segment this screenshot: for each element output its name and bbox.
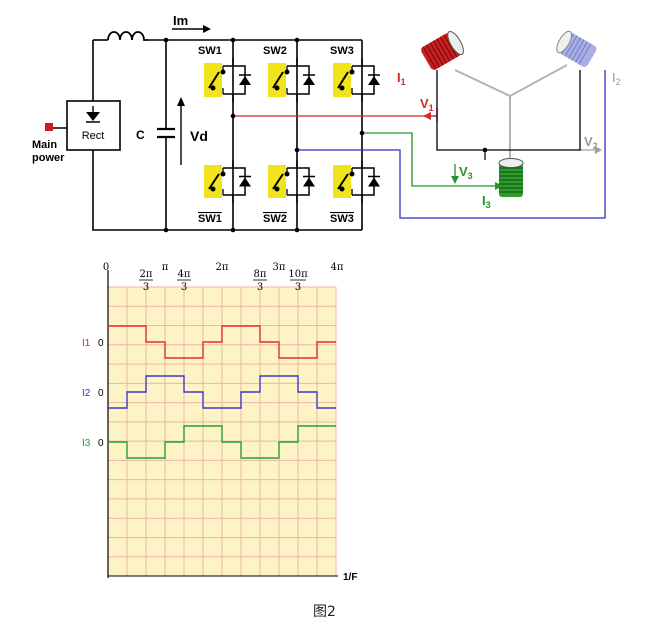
power-wires <box>92 39 363 231</box>
junction-dots <box>163 37 365 233</box>
zero-label-i3: 0 <box>98 438 104 449</box>
figure-caption: 图2 <box>313 604 336 620</box>
coil-phase3 <box>498 158 524 197</box>
row-label-i2: I2 <box>82 388 91 399</box>
switch-cell-1-bottom <box>204 160 251 203</box>
tick-0: 0 <box>103 262 109 273</box>
im-arrow <box>172 25 211 33</box>
frac-tick-10pi-3: 10π 3 <box>288 269 308 293</box>
frac-tick-8pi-3: 8π 3 <box>253 269 267 293</box>
v1-label: V1 <box>420 96 434 113</box>
v3-down-arrow <box>451 164 459 184</box>
row-label-i1: I1 <box>82 338 91 349</box>
v2-arrow <box>580 146 602 154</box>
capacitor <box>157 127 175 139</box>
main-power-label-1: Main <box>32 139 57 151</box>
tick-2pi: 2π <box>216 262 229 273</box>
i3-label: I3 <box>482 193 491 210</box>
zero-label-i1: 0 <box>98 338 104 349</box>
frac-tick-4pi-3: 4π 3 <box>177 269 191 293</box>
rect-label: Rect <box>82 130 105 142</box>
phase-wires <box>233 70 606 219</box>
main-power-terminal <box>45 123 53 131</box>
im-label: Im <box>173 13 188 28</box>
svg-text:2π: 2π <box>140 269 153 280</box>
svg-text:3: 3 <box>181 282 187 293</box>
switch-cell-1-top <box>204 58 251 102</box>
sw1-top-label: SW1 <box>198 45 222 57</box>
coil-phase1 <box>421 30 464 70</box>
sw3-top-label: SW3 <box>330 45 354 57</box>
sw2-top-label: SW2 <box>263 45 287 57</box>
vd-label: Vd <box>190 128 208 144</box>
trace-i3 <box>108 425 337 459</box>
sw1-bottom-label: SW1 <box>198 213 222 225</box>
switch-cell-3-top <box>333 58 380 102</box>
v2-label: V2 <box>584 134 598 151</box>
trace-i1 <box>108 325 337 359</box>
sw3-bottom-label: SW3 <box>330 213 354 225</box>
switch-cell-2-bottom <box>268 160 315 203</box>
svg-text:3: 3 <box>143 282 149 293</box>
vd-arrow <box>177 97 185 165</box>
rectifier-box: Rect <box>66 100 121 151</box>
x-axis-label: 1/F <box>343 572 357 583</box>
coil-phase2 <box>556 30 597 67</box>
zero-label-i2: 0 <box>98 388 104 399</box>
cap-label: C <box>136 128 145 142</box>
tick-pi: π <box>162 262 169 273</box>
tick-4pi: 4π <box>331 262 344 273</box>
inductor <box>107 31 148 41</box>
sw2-bottom-label: SW2 <box>263 213 287 225</box>
i1-label: I1 <box>397 70 406 87</box>
v3-label: V3 <box>459 164 473 181</box>
switch-cells <box>204 58 380 203</box>
circuit-diagram: Im Rect Main power C Vd SW1 SW2 SW3 SW1 <box>32 13 621 233</box>
i2-label: I2 <box>612 70 621 87</box>
svg-text:4π: 4π <box>178 269 191 280</box>
svg-text:10π: 10π <box>288 269 308 280</box>
main-power-label-2: power <box>32 152 65 164</box>
frac-tick-2pi-3: 2π 3 <box>139 269 153 293</box>
svg-text:8π: 8π <box>254 269 267 280</box>
row-label-i3: I3 <box>82 438 91 449</box>
switch-cell-2-top <box>268 58 315 102</box>
switch-cell-3-bottom <box>333 160 380 203</box>
svg-text:3: 3 <box>295 282 301 293</box>
tick-3pi: 3π <box>273 262 286 273</box>
svg-text:3: 3 <box>257 282 263 293</box>
waveform-traces <box>108 325 337 459</box>
waveform-chart: 0 π 2π 3π 4π 2π 3 4π 3 8π 3 10π 3 I1 I2 … <box>82 262 357 583</box>
trace-i2 <box>108 375 337 409</box>
motor-star <box>436 64 581 160</box>
